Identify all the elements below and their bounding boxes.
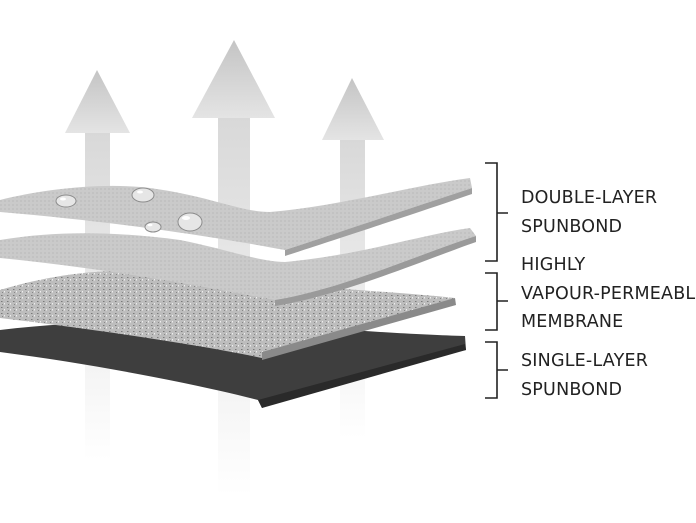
layer-double-spunbond-upper <box>0 178 472 256</box>
label-line: SPUNBOND <box>521 216 623 237</box>
label-single-layer-spunbond: SINGLE-LAYER SPUNBOND <box>521 347 648 404</box>
label-line: VAPOUR-PERMEABLE <box>521 283 696 304</box>
bracket-middle <box>485 272 508 331</box>
label-line: SPUNBOND <box>521 379 623 400</box>
bracket-top <box>485 162 508 262</box>
label-line: DOUBLE-LAYER <box>521 188 658 208</box>
water-droplets <box>55 187 203 233</box>
layer-double-spunbond-lower <box>0 228 476 306</box>
layer-single-spunbond <box>0 321 466 408</box>
bracket-bottom <box>485 341 508 399</box>
label-double-layer-spunbond: DOUBLE-LAYER SPUNBOND <box>521 184 657 241</box>
label-line: SINGLE-LAYER <box>521 351 649 371</box>
label-line: MEMBRANE <box>521 312 624 332</box>
label-vapour-permeable-membrane: HIGHLY VAPOUR-PERMEABLE MEMBRANE <box>521 251 696 337</box>
label-line: HIGHLY <box>521 255 586 275</box>
layer-vapour-membrane <box>0 270 456 360</box>
